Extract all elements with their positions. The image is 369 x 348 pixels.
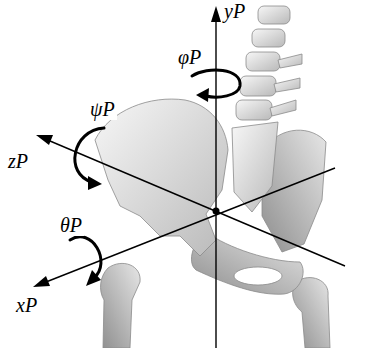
sacrum [232, 122, 278, 212]
axis-label: yP [222, 0, 247, 22]
left-ilium [95, 99, 228, 256]
rotation-arrowheads [86, 88, 209, 286]
axis-label: zP [6, 150, 30, 172]
origin-dot [213, 208, 220, 215]
axis-arrowheads [33, 6, 221, 287]
obturator-foramen [234, 267, 282, 285]
axis-label: ψP [88, 98, 117, 120]
right-femur [293, 278, 330, 348]
coordinate-axes [46, 20, 345, 348]
lumbar-spine [236, 6, 302, 120]
axis-label: xP [14, 294, 39, 316]
rotation-arrows [70, 70, 240, 278]
left-femur [101, 263, 141, 348]
axis-label: φP [176, 46, 203, 68]
axis-label: θP [58, 214, 84, 236]
